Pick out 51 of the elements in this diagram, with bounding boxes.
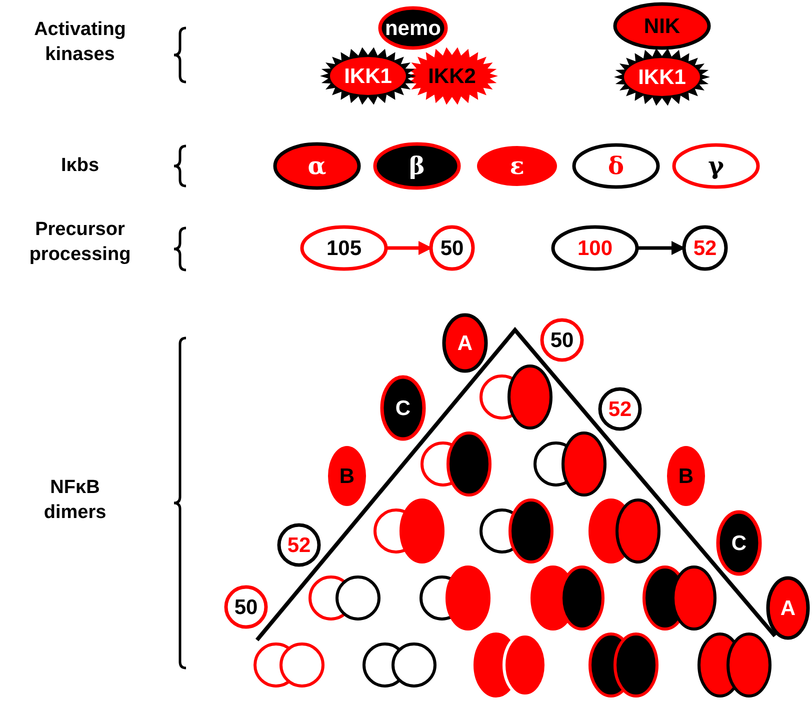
protein-ellipse (442, 313, 488, 373)
protein-label: 52 (287, 534, 311, 556)
protein-ellipse (613, 2, 711, 50)
protein-ellipse (540, 318, 584, 362)
protein-label: NIK (644, 16, 680, 36)
protein-ellipse (326, 444, 368, 508)
protein-ellipse (277, 523, 321, 567)
protein-label: C (395, 398, 411, 418)
protein-label: A (457, 332, 473, 354)
protein-label: 105 (326, 238, 362, 258)
protein-label: 52 (608, 398, 632, 420)
protein-label: 50 (440, 238, 464, 258)
protein-label: IKK1 (344, 66, 392, 86)
protein-label: 50 (550, 330, 574, 350)
protein-ellipse (273, 142, 361, 190)
protein-ellipse (300, 225, 388, 271)
protein-ellipse (572, 143, 660, 189)
protein-label: B (339, 466, 355, 486)
protein-ellipse (380, 375, 426, 441)
greek-letter-label: γ (708, 154, 724, 178)
protein-ellipse (766, 576, 810, 640)
protein-ellipse (665, 444, 707, 508)
protein-label: nemo (384, 18, 441, 38)
greek-letter-label: ε (510, 154, 524, 178)
protein-label: 50 (234, 596, 258, 618)
protein-ellipse (224, 585, 268, 629)
protein-ellipse (682, 225, 728, 271)
protein-ellipse (716, 510, 762, 576)
category-label: Precursor processing (28, 218, 132, 267)
greek-letter-label: α (308, 154, 326, 178)
kinase-starburst (614, 48, 710, 106)
greek-letter-label: β (409, 154, 425, 178)
protein-ellipse (598, 387, 642, 431)
greek-letter-label: δ (608, 154, 624, 178)
protein-label: 52 (693, 238, 717, 258)
protein-label: IKK2 (428, 66, 476, 86)
protein-label: C (731, 532, 747, 554)
kinase-starburst (320, 47, 416, 105)
protein-ellipse (378, 6, 448, 50)
protein-label: 100 (577, 238, 613, 258)
category-label: NFκB dimers (42, 476, 108, 525)
category-label: Iκbs (60, 154, 100, 178)
protein-ellipse (475, 144, 559, 188)
protein-label: A (780, 598, 796, 618)
protein-ellipse (373, 142, 461, 190)
protein-ellipse (672, 143, 760, 189)
protein-label: IKK1 (638, 66, 686, 88)
protein-ellipse (551, 225, 639, 271)
protein-ellipse (429, 225, 475, 271)
category-label: Activating kinases (33, 18, 127, 67)
protein-label: B (678, 466, 694, 486)
